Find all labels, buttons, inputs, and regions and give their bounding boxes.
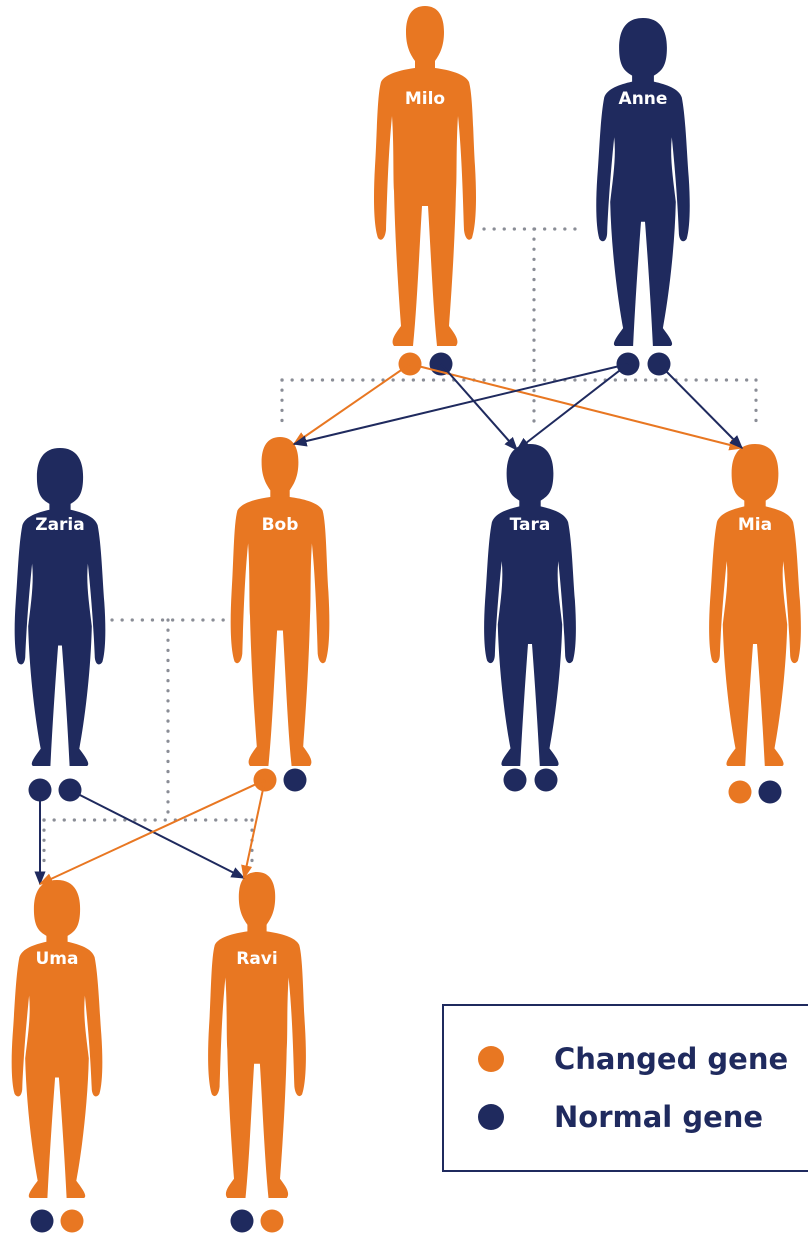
- bob-allele-2-normal-dot: [283, 768, 307, 792]
- bob-figure: [230, 437, 330, 766]
- legend: Changed gene Normal gene: [442, 1004, 808, 1172]
- changed-gene-dot-icon: [478, 1046, 504, 1072]
- mia-allele-2-normal-dot: [758, 780, 782, 804]
- ravi-allele-1-normal-dot: [230, 1209, 254, 1233]
- milo-figure: [374, 6, 476, 346]
- anne-figure: [596, 18, 690, 346]
- arrow-anne-to-bob: [292, 363, 629, 447]
- arrow-zaria-to-ravi: [69, 789, 246, 879]
- arrow-milo-to-mia: [409, 363, 744, 451]
- mia-name-label: Mia: [738, 515, 772, 535]
- uma-figure: [11, 880, 103, 1198]
- tara-allele-2-normal-dot: [534, 768, 558, 792]
- family-connectors: [42, 227, 758, 866]
- bob-name-label: Bob: [262, 515, 299, 535]
- legend-label-changed: Changed gene: [554, 1042, 789, 1076]
- tara-figure: [484, 444, 576, 766]
- arrow-bob-to-ravi: [241, 779, 266, 880]
- legend-label-normal: Normal gene: [554, 1100, 764, 1134]
- milo-name-label: Milo: [405, 89, 445, 109]
- ravi-name-label: Ravi: [236, 949, 277, 969]
- uma-allele-1-normal-dot: [30, 1209, 54, 1233]
- ravi-figure: [208, 872, 306, 1198]
- anne-name-label: Anne: [619, 89, 668, 109]
- normal-gene-dot-icon: [478, 1104, 504, 1130]
- ravi-allele-2-changed-dot: [260, 1209, 284, 1233]
- legend-item-changed: Changed gene: [478, 1042, 788, 1076]
- arrow-milo-to-tara: [440, 363, 518, 452]
- zaria-figure: [14, 448, 106, 766]
- legend-item-normal: Normal gene: [478, 1100, 763, 1134]
- tara-name-label: Tara: [510, 515, 551, 535]
- arrow-anne-to-tara: [515, 363, 629, 451]
- mia-allele-1-changed-dot: [728, 780, 752, 804]
- arrow-anne-to-mia: [658, 363, 743, 449]
- uma-allele-2-changed-dot: [60, 1209, 84, 1233]
- tara-allele-1-normal-dot: [503, 768, 527, 792]
- uma-name-label: Uma: [36, 949, 79, 969]
- arrow-bob-to-uma: [38, 779, 266, 885]
- mia-figure: [709, 444, 801, 766]
- arrow-milo-to-bob: [292, 363, 411, 445]
- zaria-name-label: Zaria: [35, 515, 84, 535]
- inheritance-arrows: [34, 363, 744, 886]
